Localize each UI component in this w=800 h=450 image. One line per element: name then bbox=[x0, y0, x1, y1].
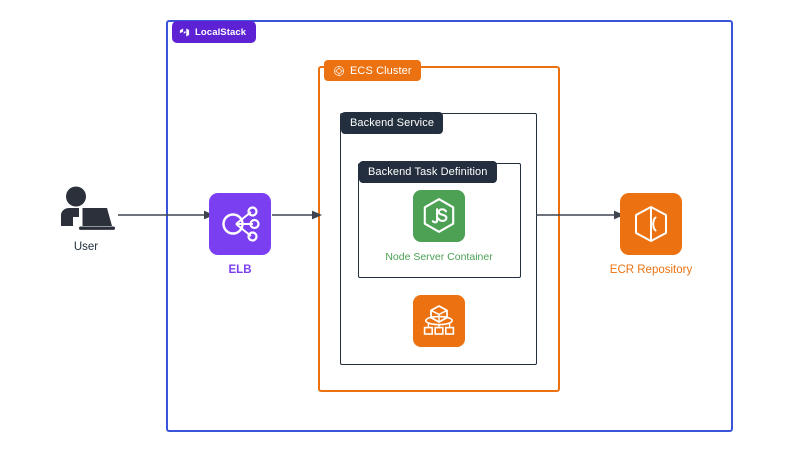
backend-task-definition-tab: Backend Task Definition bbox=[359, 161, 497, 183]
arrow-backend-service-to-ecr bbox=[536, 208, 624, 226]
elb-label: ELB bbox=[228, 264, 252, 276]
node-node-server-container[interactable]: Node Server Container bbox=[385, 190, 493, 263]
backend-service-tab: Backend Service bbox=[341, 112, 444, 134]
node-elb[interactable]: ELB bbox=[209, 193, 271, 276]
localstack-boundary bbox=[166, 20, 733, 432]
user-with-laptop-icon bbox=[55, 186, 117, 232]
node-server-container-label: Node Server Container bbox=[385, 251, 493, 263]
localstack-badge-label: LocalStack bbox=[195, 26, 247, 38]
ecs-cluster-boundary bbox=[318, 66, 560, 392]
backend-service-label: Backend Service bbox=[350, 117, 435, 129]
arrow-elb-to-ecs-cluster bbox=[272, 208, 322, 220]
backend-task-definition-label: Backend Task Definition bbox=[368, 166, 488, 178]
ecr-repository-label: ECR Repository bbox=[609, 264, 693, 276]
ecr-repository-icon bbox=[620, 193, 682, 255]
nodejs-icon bbox=[413, 190, 465, 242]
elastic-load-balancer-icon bbox=[209, 193, 271, 255]
ecs-cluster-label: ECS Cluster bbox=[350, 64, 412, 77]
ecs-cluster-tab: ECS Cluster bbox=[324, 60, 421, 81]
localstack-logo-icon bbox=[179, 27, 190, 38]
node-ecr-repository[interactable]: ECR Repository bbox=[610, 193, 692, 276]
user-label: User bbox=[73, 241, 99, 253]
localstack-badge: LocalStack bbox=[172, 21, 257, 43]
node-user[interactable]: User bbox=[48, 186, 124, 253]
ecs-service-icon bbox=[413, 295, 465, 347]
node-ecs-service[interactable] bbox=[413, 295, 465, 347]
arrow-user-to-elb bbox=[118, 208, 214, 220]
ecs-cluster-icon bbox=[333, 65, 345, 77]
